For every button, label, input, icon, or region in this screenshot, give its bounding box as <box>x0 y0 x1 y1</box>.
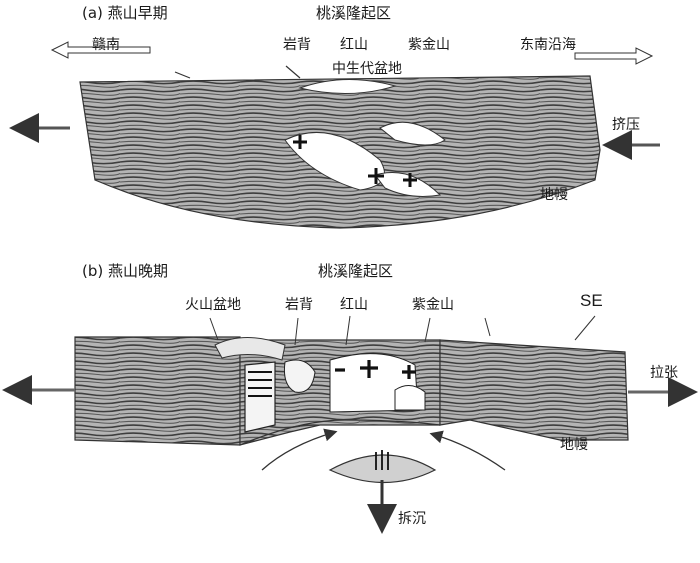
panel-b-mantle-label: 地幔 <box>560 437 588 453</box>
panel-b-volcanic-basin <box>214 337 286 361</box>
panel-a-granite-body-2 <box>379 121 446 146</box>
panel-b-flow-arrow-left <box>261 428 338 471</box>
panel-b-pointer-5 <box>574 315 596 341</box>
panel-a-pointer-1 <box>174 71 191 79</box>
panel-b-place-1: 岩背 <box>285 297 313 313</box>
panel-a-west-arrow <box>50 41 151 59</box>
panel-b-volcanic-basin-label: 火山盆地 <box>185 297 241 313</box>
panel-b-pointer-4 <box>424 317 431 343</box>
panel-a-region-label: 桃溪隆起区 <box>316 4 392 22</box>
panel-a-east-label: 东南沿海 <box>520 37 576 53</box>
panel-a-west-label: 赣南 <box>92 37 120 53</box>
panel-b-place-2: 红山 <box>340 297 368 313</box>
panel-b-stress-label: 拉张 <box>650 365 678 381</box>
panel-b-delamination-stripes <box>375 450 389 470</box>
panel-a-basin-label: 中生代盆地 <box>332 61 402 77</box>
panel-b-pointer-6 <box>484 317 491 337</box>
panel-b-region-label: 桃溪隆起区 <box>318 262 394 280</box>
panel-b-title: (b) 燕山晚期 <box>82 262 168 280</box>
panel-a-east-arrow <box>574 47 654 65</box>
panel-a-granite-body-3 <box>374 172 442 197</box>
panel-b-delamination-label: 拆沉 <box>398 511 426 527</box>
panel-a-title: (a) 燕山早期 <box>82 4 168 22</box>
panel-b-granite-body-2 <box>284 359 316 393</box>
panel-a-place-1: 岩背 <box>283 37 311 53</box>
panel-b-granite-body-4 <box>394 385 426 411</box>
panel-b-crust-left <box>74 336 241 446</box>
panel-b <box>1 315 698 534</box>
panel-a-stress-label: 挤压 <box>612 117 640 133</box>
panel-b-crust-right <box>439 339 629 441</box>
panel-b-place-3: 紫金山 <box>412 297 454 313</box>
panel-b-mantle-boundary <box>239 419 441 446</box>
panel-b-pointer-2 <box>294 317 299 346</box>
panel-a-mesozoic-basin <box>298 79 397 94</box>
panel-b-pointer-1 <box>209 317 219 341</box>
panel-a-granite-symbols <box>293 135 417 187</box>
panel-b-pointer-3 <box>345 315 351 346</box>
panel-b-flow-arrow-right <box>429 430 506 471</box>
panel-a <box>8 41 660 229</box>
panel-a-pointer-2 <box>285 65 301 79</box>
panel-a-place-2: 红山 <box>340 37 368 53</box>
panel-a-mantle-label: 地幔 <box>540 187 568 203</box>
panel-b-granite-symbols <box>335 360 416 379</box>
panel-b-granite-stripes <box>248 371 272 397</box>
panel-a-place-3: 紫金山 <box>408 37 450 53</box>
panel-b-direction-label: SE <box>580 291 603 310</box>
